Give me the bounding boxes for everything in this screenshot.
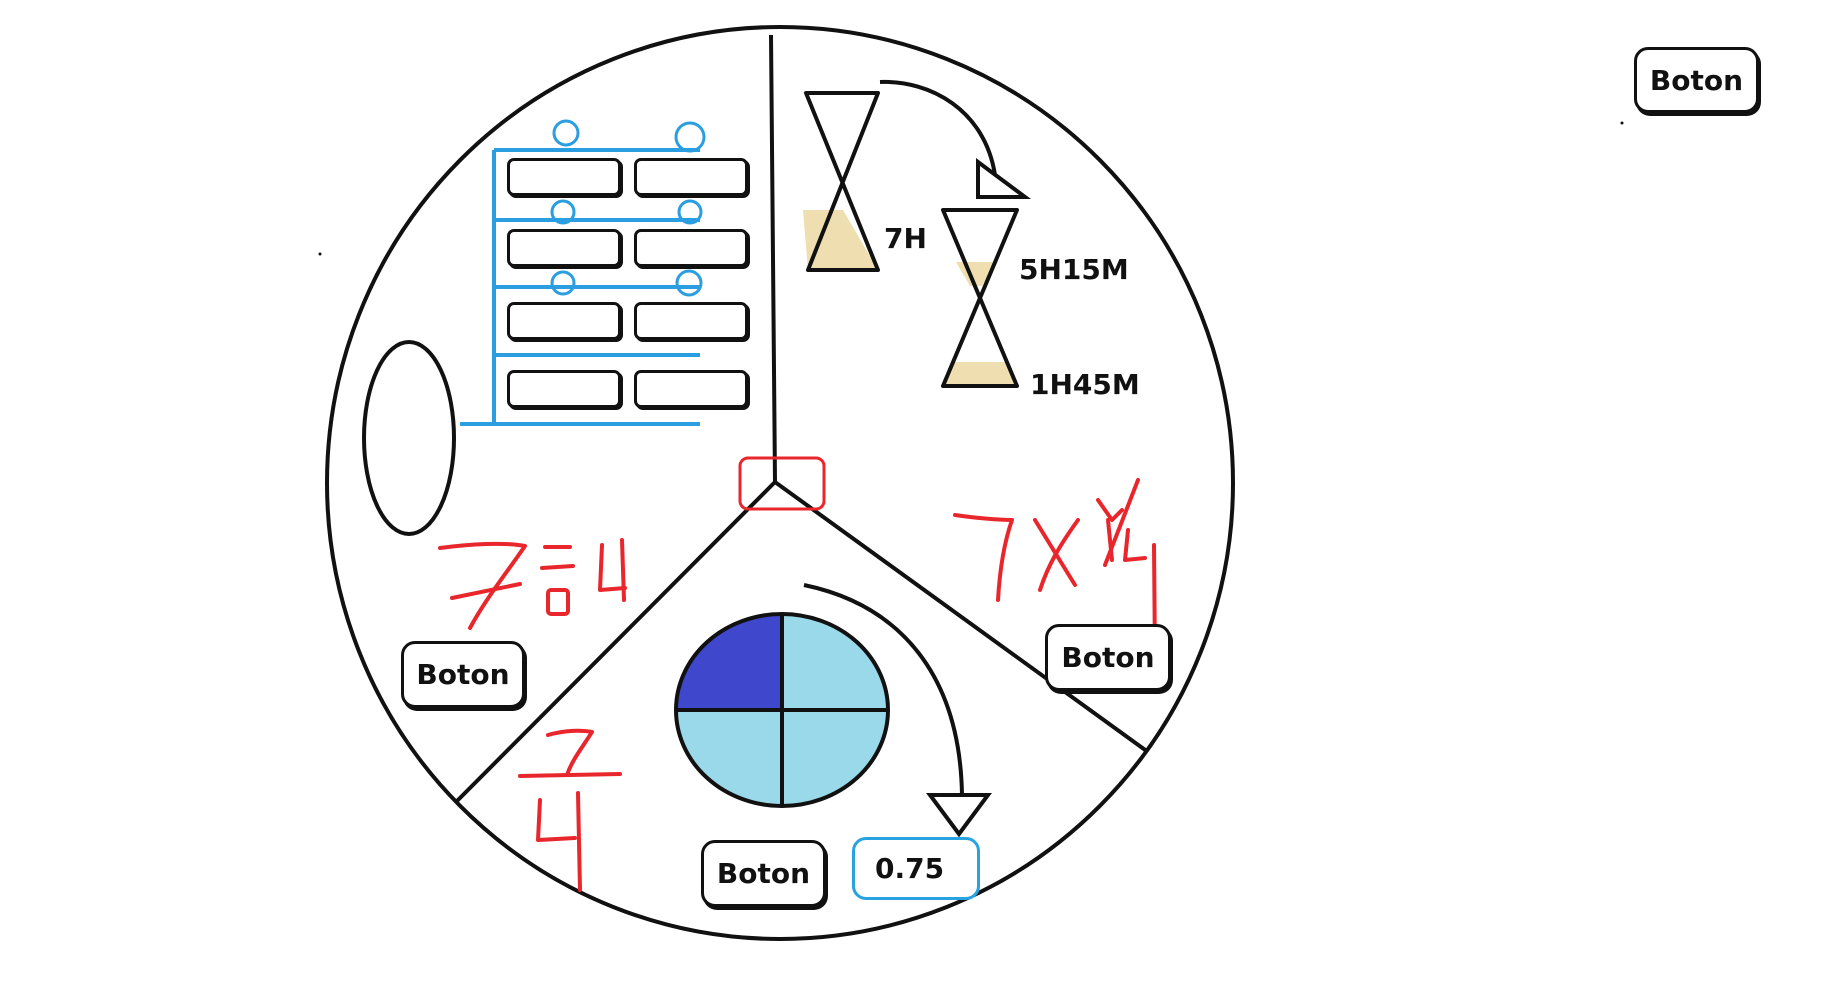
- hourglass-split-icon: [941, 208, 1019, 388]
- right-sector-button[interactable]: Boton: [1045, 624, 1171, 691]
- arrow-head-icon: [976, 158, 1032, 199]
- divider-right: [773, 480, 1150, 754]
- hook-icon: [677, 199, 703, 225]
- divider-left: [453, 480, 777, 805]
- hourglass-bottom-label: 1H45M: [1030, 368, 1140, 401]
- shelf-slot: [634, 229, 748, 267]
- shelf-slot: [507, 370, 621, 408]
- bottom-sector-button[interactable]: Boton: [701, 840, 826, 907]
- left-ellipse: [362, 340, 456, 536]
- main-circle: [325, 25, 1235, 941]
- left-sector-button[interactable]: Boton: [401, 641, 525, 708]
- top-right-button[interactable]: Boton: [1634, 47, 1759, 113]
- shelf-frame: [460, 148, 700, 426]
- shelf-slot: [634, 370, 748, 408]
- shelf-slot: [507, 229, 621, 267]
- pie-quarter-dark: [676, 615, 782, 710]
- divider-top: [769, 34, 777, 483]
- pie-quarter-light: [782, 614, 888, 710]
- shelf-slot: [507, 302, 621, 340]
- hook-icon: [675, 269, 703, 297]
- shelf-hooks: [550, 119, 706, 297]
- curved-arrow-down-icon: [803, 583, 964, 796]
- hook-icon: [674, 121, 706, 153]
- pie-quarter-light: [782, 710, 888, 806]
- hook-icon: [552, 119, 580, 147]
- pie-quarter-light: [676, 710, 782, 806]
- handwritten-bottom-fraction: [518, 728, 622, 892]
- arrow-head-icon: [926, 793, 992, 838]
- shelf-slot: [634, 158, 748, 196]
- fraction-circle: [674, 612, 890, 808]
- shelf-slot: [634, 302, 748, 340]
- hourglass-icon: [803, 91, 880, 272]
- hook-icon: [550, 199, 576, 225]
- result-field[interactable]: 0.75: [852, 837, 980, 900]
- shelf-slot: [507, 158, 621, 196]
- handwritten-right-expression: [953, 478, 1157, 662]
- hook-icon: [550, 270, 576, 296]
- stray-dot: [1620, 121, 1624, 125]
- handwritten-left-expression: [438, 538, 627, 630]
- center-marker[interactable]: [738, 456, 826, 511]
- hourglass-full-label: 7H: [884, 222, 927, 255]
- stray-dot: [318, 252, 322, 256]
- hourglass-top-label: 5H15M: [1019, 253, 1129, 286]
- curved-arrow-icon: [879, 79, 997, 176]
